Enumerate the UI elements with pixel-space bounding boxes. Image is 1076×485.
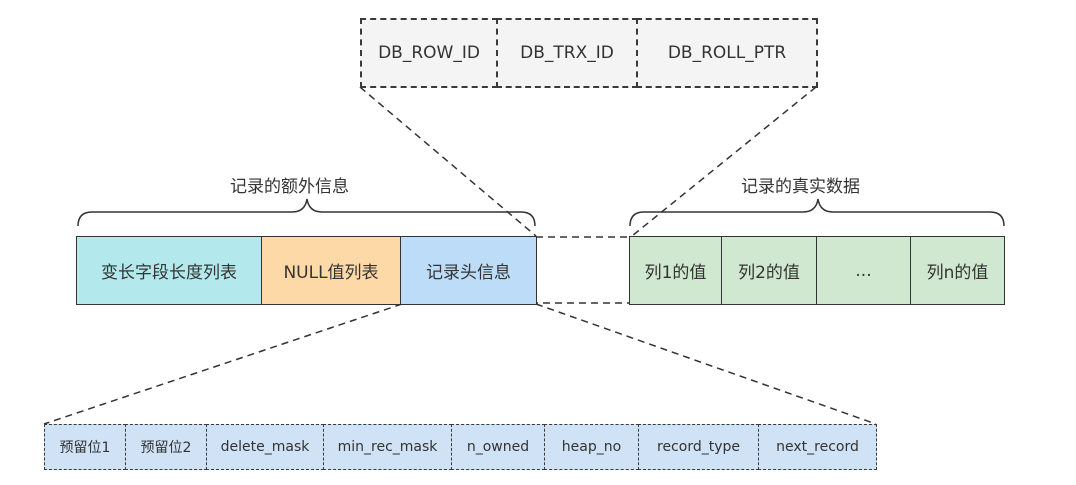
gap-dashed-box — [535, 236, 631, 304]
var-len-list-label: 变长字段长度列表 — [101, 263, 237, 283]
next-record-label: next_record — [776, 439, 859, 455]
col2-value-label: 列2的值 — [738, 263, 800, 283]
null-list-cell: NULL值列表 — [261, 236, 401, 305]
extra-info-brace — [77, 198, 536, 227]
next-record-field: next_record — [758, 424, 877, 470]
ellipsis-cell: ... — [816, 236, 911, 305]
ellipsis-label: ... — [855, 260, 872, 281]
reserved2-label: 预留位2 — [140, 440, 192, 456]
expand-line-right-bottom — [535, 303, 877, 425]
record-header-cell: 记录头信息 — [400, 236, 537, 305]
db-trx-id-label: DB_TRX_ID — [520, 43, 614, 63]
var-len-list-cell: 变长字段长度列表 — [76, 236, 262, 305]
reserved1-field: 预留位1 — [44, 424, 126, 470]
delete-mask-field: delete_mask — [206, 424, 324, 470]
extra-info-caption: 记录的额外信息 — [230, 177, 349, 197]
min-rec-mask-label: min_rec_mask — [337, 439, 438, 455]
expand-line-right-top — [631, 86, 817, 237]
db-row-id-label: DB_ROW_ID — [378, 43, 480, 63]
expand-line-left-bottom — [43, 303, 403, 425]
n-owned-field: n_owned — [451, 424, 545, 470]
col1-value-cell: 列1的值 — [629, 236, 722, 305]
record-type-label: record_type — [657, 439, 740, 455]
expand-line-left-top — [359, 86, 537, 237]
db-roll-ptr-label: DB_ROLL_PTR — [667, 43, 787, 63]
n-owned-label: n_owned — [466, 439, 530, 455]
col2-value-cell: 列2的值 — [721, 236, 817, 305]
col1-value-label: 列1的值 — [644, 263, 707, 283]
record-header-label: 记录头信息 — [426, 263, 511, 283]
coln-value-cell: 列n的值 — [910, 236, 1005, 305]
heap-no-field: heap_no — [544, 424, 639, 470]
null-list-label: NULL值列表 — [283, 263, 379, 283]
heap-no-label: heap_no — [561, 439, 622, 455]
delete-mask-label: delete_mask — [220, 439, 310, 455]
real-data-caption: 记录的真实数据 — [741, 177, 860, 197]
reserved2-field: 预留位2 — [125, 424, 207, 470]
min-rec-mask-field: min_rec_mask — [323, 424, 452, 470]
db-row-id-cell: DB_ROW_ID — [360, 18, 498, 88]
db-trx-id-cell: DB_TRX_ID — [496, 18, 638, 88]
record-type-field: record_type — [638, 424, 759, 470]
db-roll-ptr-cell: DB_ROLL_PTR — [636, 18, 818, 88]
real-data-brace — [629, 198, 1005, 227]
reserved1-label: 预留位1 — [59, 440, 111, 456]
coln-value-label: 列n的值 — [926, 263, 989, 283]
